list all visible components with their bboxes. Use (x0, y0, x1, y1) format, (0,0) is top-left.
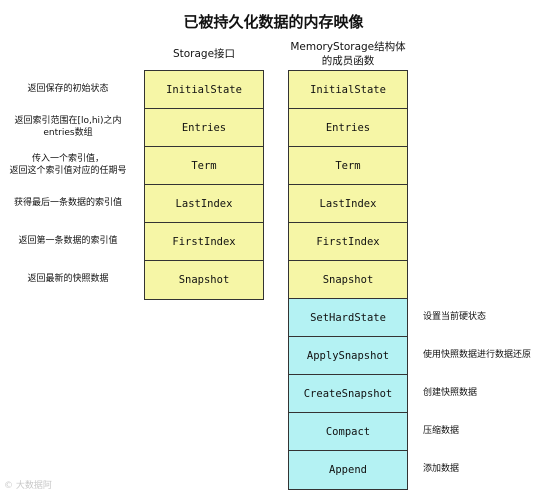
memory-cell-lastindex: LastIndex (289, 185, 407, 223)
memory-storage-column: InitialState Entries Term LastIndex Firs… (288, 70, 408, 490)
note-initialstate: 返回保存的初始状态 (0, 83, 136, 95)
diagram-title: 已被持久化数据的内存映像 (183, 13, 364, 31)
memory-cell-entries: Entries (289, 109, 407, 147)
note-append: 添加数据 (423, 464, 460, 474)
note-compact: 压缩数据 (423, 426, 460, 436)
memory-cell-snapshot: Snapshot (289, 261, 407, 299)
note-lastindex: 获得最后一条数据的索引值 (0, 197, 136, 209)
memory-cell-term: Term (289, 147, 407, 185)
note-applysnapshot: 使用快照数据进行数据还原 (423, 350, 532, 360)
memory-cell-applysnapshot: ApplySnapshot (289, 337, 407, 375)
note-line: 返回这个索引值对应的任期号 (9, 166, 127, 176)
storage-cell-snapshot: Snapshot (145, 261, 263, 299)
memory-storage-heading: MemoryStorage结构体 的成员函数 (288, 40, 408, 68)
note-line: 返回最新的快照数据 (27, 274, 109, 284)
note-line: 传入一个索引值， (31, 154, 104, 164)
storage-cell-term: Term (145, 147, 263, 185)
note-firstindex: 返回第一条数据的索引值 (0, 235, 136, 247)
storage-heading: Storage接口 (144, 47, 264, 61)
storage-interface-column: InitialState Entries Term LastIndex Firs… (144, 70, 264, 300)
memory-heading-line-1: MemoryStorage结构体 (290, 41, 406, 53)
note-line: 返回索引范围在[lo,hi)之内 (14, 116, 122, 126)
note-createsnapshot: 创建快照数据 (423, 388, 478, 398)
storage-cell-entries: Entries (145, 109, 263, 147)
note-line: 获得最后一条数据的索引值 (13, 198, 122, 208)
storage-cell-lastindex: LastIndex (145, 185, 263, 223)
note-line: 返回第一条数据的索引值 (18, 236, 118, 246)
storage-cell-initialstate: InitialState (145, 71, 263, 109)
memory-cell-createsnapshot: CreateSnapshot (289, 375, 407, 413)
watermark: © 大数据阿 (4, 481, 52, 491)
memory-heading-line-2: 的成员函数 (321, 55, 375, 67)
memory-cell-sethardstate: SetHardState (289, 299, 407, 337)
note-snapshot: 返回最新的快照数据 (0, 273, 136, 285)
note-sethardstate: 设置当前硬状态 (423, 312, 487, 322)
memory-cell-compact: Compact (289, 413, 407, 451)
memory-cell-initialstate: InitialState (289, 71, 407, 109)
memory-cell-append: Append (289, 451, 407, 489)
note-entries: 返回索引范围在[lo,hi)之内 entries数组 (0, 115, 136, 139)
memory-cell-firstindex: FirstIndex (289, 223, 407, 261)
note-line: entries数组 (43, 128, 93, 138)
storage-heading-line: Storage接口 (172, 48, 236, 60)
note-term: 传入一个索引值， 返回这个索引值对应的任期号 (0, 153, 136, 177)
storage-cell-firstindex: FirstIndex (145, 223, 263, 261)
note-line: 返回保存的初始状态 (27, 84, 109, 94)
